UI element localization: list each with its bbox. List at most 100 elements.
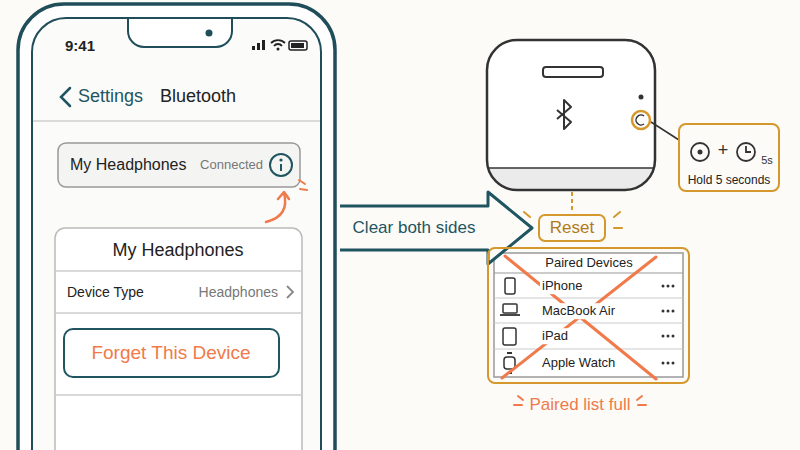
panel-separator bbox=[55, 312, 302, 314]
forget-button: Forget This Device bbox=[63, 328, 280, 378]
status-text: Connected bbox=[200, 157, 263, 173]
case-body-fill bbox=[487, 40, 655, 190]
case-base-shade bbox=[487, 168, 655, 190]
button-icon bbox=[691, 143, 709, 161]
bluetooth-symbol bbox=[557, 100, 571, 129]
wifi-icon bbox=[271, 40, 285, 46]
phone-icon bbox=[505, 278, 515, 294]
dot bbox=[667, 362, 670, 365]
arrow-label: Clear both sides bbox=[353, 218, 476, 238]
back-link: Settings bbox=[78, 86, 143, 108]
dot bbox=[662, 362, 665, 365]
table-cell: MacBook Air bbox=[540, 303, 617, 319]
earbud-case bbox=[480, 40, 679, 198]
table-rule bbox=[494, 272, 683, 273]
paired-table bbox=[494, 253, 683, 379]
laptop-icon bbox=[503, 304, 517, 313]
dot bbox=[672, 362, 675, 365]
row-label: Device Type bbox=[67, 284, 144, 301]
table-cell: iPhone bbox=[540, 278, 584, 294]
clock-hands bbox=[746, 146, 751, 152]
phone-screen bbox=[32, 18, 321, 450]
emphasis-mark bbox=[637, 396, 642, 400]
dashed-leader bbox=[571, 192, 573, 212]
phone-body bbox=[18, 4, 335, 450]
table-cell: Apple Watch bbox=[540, 355, 617, 371]
dot bbox=[662, 285, 665, 288]
emphasis-mark bbox=[514, 404, 522, 406]
table-rule bbox=[494, 297, 683, 298]
dot bbox=[672, 285, 675, 288]
signal-bar bbox=[252, 46, 255, 50]
info-icon bbox=[270, 154, 292, 176]
emphasis-mark bbox=[614, 212, 620, 217]
phone-screen-node: My Headphones ConnectedForget This Device… bbox=[18, 4, 335, 450]
emphasis-mark bbox=[614, 227, 622, 229]
panel-separator bbox=[55, 270, 302, 272]
paired-devices-table: Paired Devices iPhoneMacBook Air iPadApple… bbox=[487, 247, 690, 384]
emphasis-mark bbox=[518, 396, 523, 400]
wifi-arc bbox=[274, 44, 282, 46]
dot bbox=[672, 310, 675, 313]
info-stem bbox=[280, 164, 282, 171]
phone-camera bbox=[206, 30, 213, 37]
device-row-fill bbox=[58, 143, 300, 187]
row-value: Headphones bbox=[199, 284, 278, 301]
duration: 5s bbox=[761, 154, 773, 167]
table-heading: Paired Devices bbox=[543, 255, 634, 271]
more-dots bbox=[662, 285, 675, 365]
signal-icon bbox=[252, 40, 265, 50]
panel-heading: My Headphones bbox=[112, 240, 243, 262]
battery-level bbox=[291, 43, 304, 48]
emphasis-mark bbox=[638, 404, 646, 406]
leader-line bbox=[651, 122, 679, 140]
dot bbox=[662, 310, 665, 313]
panel-separator bbox=[55, 394, 302, 396]
dot bbox=[667, 335, 670, 338]
block-arrow bbox=[340, 192, 532, 264]
table-cell: iPad bbox=[540, 328, 570, 344]
setup-button bbox=[632, 111, 650, 129]
pointer-arrow bbox=[266, 193, 285, 222]
nav-separator bbox=[33, 120, 320, 122]
instruction: Hold 5 seconds bbox=[688, 173, 771, 187]
pointer-arrowhead bbox=[278, 192, 289, 199]
case-body bbox=[487, 40, 655, 190]
info-dot bbox=[279, 158, 282, 161]
screen-title: Bluetooth bbox=[160, 86, 236, 108]
status-led bbox=[639, 95, 644, 100]
device-name: My Headphones bbox=[70, 155, 187, 174]
sparkle-mark bbox=[300, 189, 307, 190]
wifi-arc bbox=[271, 40, 285, 43]
hold-callout: +5sHold 5 seconds bbox=[678, 123, 781, 192]
battery-icon bbox=[289, 41, 307, 50]
signal-bar bbox=[262, 40, 265, 50]
status-note: Paired list full bbox=[529, 395, 630, 415]
emphasis-mark bbox=[524, 212, 530, 217]
reset-box: Reset bbox=[538, 214, 606, 242]
watch-strap bbox=[507, 352, 512, 354]
laptop-base bbox=[500, 314, 520, 316]
sparkle-mark bbox=[299, 180, 305, 184]
button-icon-dot bbox=[698, 150, 703, 155]
device-detail-panel: Forget This Device My HeadphonesDevice Ty… bbox=[55, 228, 302, 450]
status-time: 9:41 bbox=[65, 37, 95, 55]
case-slot bbox=[543, 67, 603, 77]
tablet-icon bbox=[503, 328, 516, 345]
table-rule bbox=[494, 348, 683, 349]
back-chevron bbox=[61, 88, 70, 106]
case-base-line bbox=[489, 167, 653, 169]
wifi-dot bbox=[277, 48, 280, 51]
dot bbox=[667, 285, 670, 288]
setup-button-mark bbox=[636, 115, 644, 125]
button-label: Forget This Device bbox=[91, 342, 250, 365]
phone bbox=[18, 4, 335, 450]
signal-bar bbox=[257, 43, 260, 50]
cross-stroke bbox=[502, 257, 656, 378]
detail-panel-fill bbox=[55, 228, 302, 450]
clock-icon bbox=[737, 143, 755, 161]
row-chevron bbox=[287, 286, 293, 298]
plus-sign: + bbox=[718, 140, 729, 162]
